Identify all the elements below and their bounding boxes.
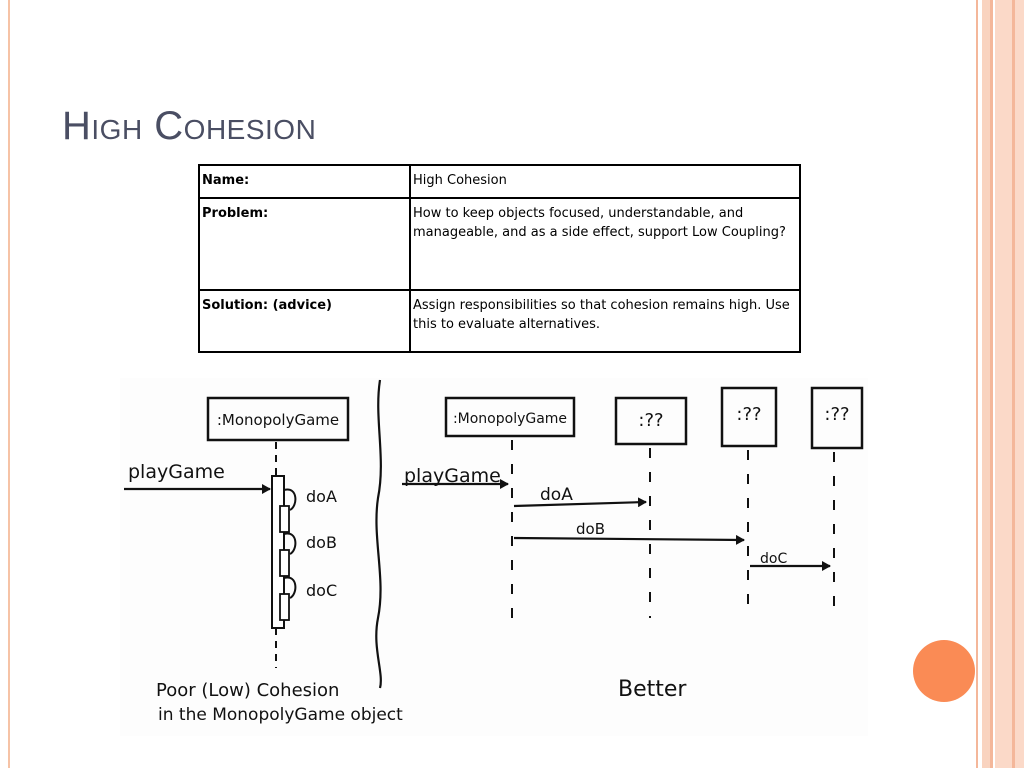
- row-value-name: High Cohesion: [409, 164, 801, 199]
- nested-activation: [279, 549, 290, 577]
- row-value-problem: How to keep objects focused, understanda…: [409, 197, 801, 291]
- slide-title: High Cohesion: [62, 104, 317, 148]
- nested-activation: [279, 593, 290, 621]
- self-call-loop: [283, 532, 297, 555]
- right-decor-stripe: [995, 0, 1024, 768]
- participant-box: [614, 396, 688, 446]
- panel-divider: [375, 379, 382, 689]
- right-incoming-label: playGame: [404, 465, 501, 487]
- message-label: doB: [576, 520, 605, 538]
- self-call-loop: [283, 488, 297, 511]
- left-caption-line1: Poor (Low) Cohesion: [156, 680, 339, 701]
- self-message-label: doA: [306, 487, 337, 506]
- right-decor-stripe: [1012, 0, 1015, 768]
- message-label: doA: [540, 485, 573, 505]
- row-key-problem: Problem:: [198, 197, 411, 291]
- sequence-diagram-svg: :MonopolyGame playGame doA doB doC Poo: [124, 379, 864, 725]
- self-message-label: doC: [306, 581, 337, 600]
- left-incoming-label: playGame: [128, 461, 225, 483]
- row-key-name: Name:: [198, 164, 411, 199]
- sequence-diagram-sketch: :MonopolyGame playGame doA doB doC Poo: [120, 378, 868, 736]
- nested-activation: [279, 505, 290, 533]
- left-object-label: :MonopolyGame: [217, 411, 339, 429]
- right-caption: Better: [618, 677, 687, 702]
- left-caption-line2: in the MonopolyGame object: [158, 705, 403, 725]
- decorative-orange-circle: [913, 640, 975, 702]
- right-decor-stripe: [982, 0, 990, 768]
- participant-label: :??: [638, 410, 663, 431]
- participant-label: :??: [824, 404, 849, 425]
- row-value-solution: Assign responsibilities so that cohesion…: [409, 289, 801, 353]
- right-decor-stripe: [976, 0, 978, 768]
- right-object-label: :MonopolyGame: [453, 411, 567, 427]
- table-row: Name: High Cohesion: [198, 164, 801, 199]
- message-label: doC: [760, 551, 787, 567]
- participant-label: :??: [736, 404, 761, 425]
- message-arrow: [513, 534, 745, 545]
- left-border-rule: [8, 0, 10, 768]
- row-key-solution: Solution: (advice): [198, 289, 411, 353]
- table-row: Problem: How to keep objects focused, un…: [198, 197, 801, 291]
- table-row: Solution: (advice) Assign responsibiliti…: [198, 289, 801, 353]
- self-call-loop: [283, 576, 297, 599]
- pattern-table: Name: High Cohesion Problem: How to keep…: [198, 164, 801, 353]
- message-arrow: [513, 497, 647, 508]
- right-object-box: [444, 396, 576, 438]
- self-message-label: doB: [306, 533, 337, 552]
- participant-box: [810, 386, 864, 450]
- participant-box: [720, 386, 778, 448]
- right-decor-stripe: [990, 0, 993, 768]
- left-object-box: [206, 396, 350, 442]
